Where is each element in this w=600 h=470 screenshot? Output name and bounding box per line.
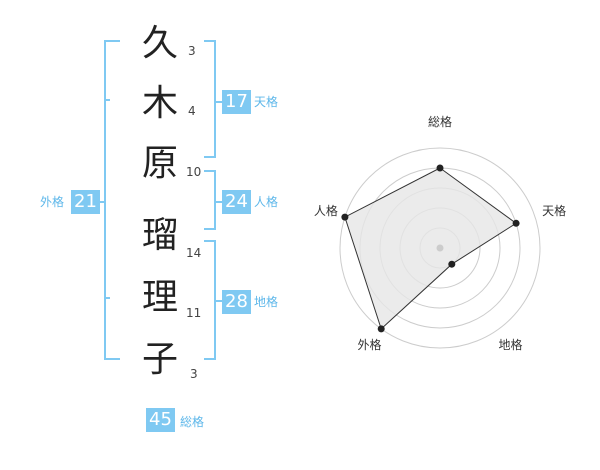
stroke-count-3: 10 — [186, 165, 202, 179]
jinkaku-label: 人格 — [254, 195, 279, 209]
name-char-6: 子 — [141, 339, 178, 380]
chikaku-bracket-top — [204, 240, 216, 242]
jinkaku-connector — [214, 201, 222, 203]
jinkaku-bracket-bottom — [204, 228, 216, 230]
gaikaku-tick-upper — [104, 99, 110, 101]
radar-grid-ring-5 — [339, 147, 541, 349]
tenkaku-label: 天格 — [254, 95, 279, 109]
stroke-count-6: 3 — [190, 367, 198, 381]
radar-axis-label-5: 人格 — [314, 203, 338, 218]
gaikaku-tick-lower — [104, 297, 110, 299]
name-char-4: 瑠 — [141, 215, 178, 256]
gaikaku-connector — [98, 201, 106, 203]
tenkaku-connector — [214, 101, 222, 103]
stroke-count-1: 3 — [188, 44, 196, 58]
radar-point-1 — [436, 164, 444, 172]
chikaku-bracket-bottom — [204, 358, 216, 360]
tenkaku-value: 17 — [222, 90, 251, 114]
radar-point-5 — [341, 213, 349, 221]
radar-axis-label-4: 外格 — [357, 337, 381, 352]
radar-axis-label-1: 総格 — [428, 114, 452, 129]
stroke-count-5: 11 — [186, 306, 202, 320]
gaikaku-bracket-top — [104, 40, 120, 42]
tenkaku-bracket-top — [204, 40, 216, 42]
tenkaku-bracket-vertical — [214, 40, 216, 158]
chikaku-label: 地格 — [254, 295, 279, 309]
name-char-2: 木 — [141, 83, 178, 124]
radar-point-3 — [448, 260, 456, 268]
chikaku-connector — [214, 300, 222, 302]
gaikaku-bracket-vertical — [104, 40, 106, 360]
radar-value-polygon — [344, 167, 517, 330]
soukaku-value: 45 — [146, 408, 175, 432]
radar-axis-label-3: 地格 — [498, 337, 522, 352]
name-char-5: 理 — [141, 277, 178, 318]
radar-axis-label-2: 天格 — [542, 203, 566, 218]
jinkaku-bracket-vertical — [214, 170, 216, 230]
chikaku-value: 28 — [222, 290, 251, 314]
gaikaku-label: 外格 — [40, 195, 65, 209]
stroke-count-4: 14 — [186, 246, 202, 260]
radar-point-2 — [512, 219, 520, 227]
jinkaku-value: 24 — [222, 190, 251, 214]
name-char-3: 原 — [141, 143, 178, 184]
radar-center-dot — [436, 244, 444, 252]
stroke-count-2: 4 — [188, 104, 196, 118]
gaikaku-value: 21 — [71, 190, 100, 214]
gaikaku-bracket-bottom — [104, 358, 120, 360]
tenkaku-bracket-bottom — [204, 156, 216, 158]
radar-point-4 — [377, 325, 385, 333]
soukaku-label: 総格 — [180, 415, 205, 429]
name-char-1: 久 — [141, 23, 178, 64]
jinkaku-bracket-top — [204, 170, 216, 172]
